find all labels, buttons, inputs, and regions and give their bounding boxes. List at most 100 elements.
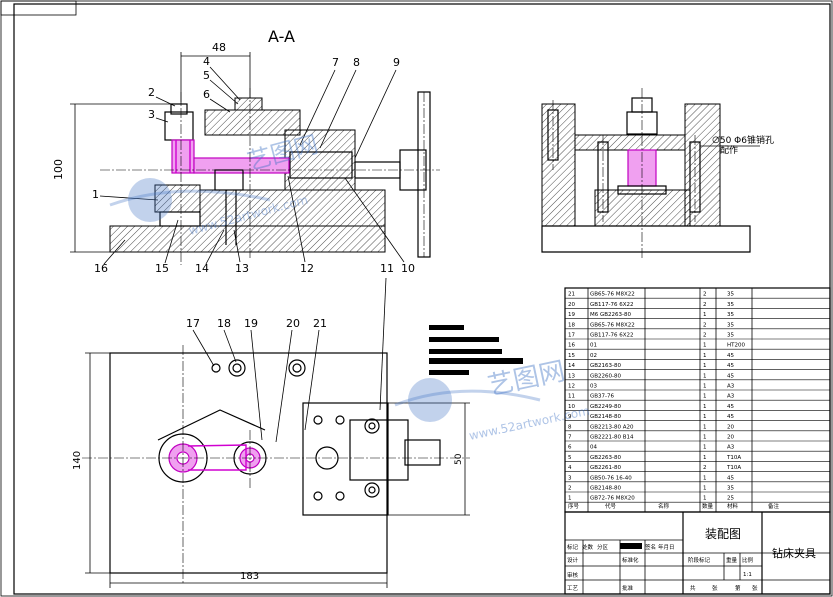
side-note-line1: ∅50 Φ6锥销孔: [712, 134, 774, 146]
bom-header-code: 代号: [605, 502, 617, 510]
bom-row-8-qty: 1: [703, 424, 707, 430]
label-16: 16: [94, 262, 108, 275]
label-1: 1: [92, 188, 99, 201]
bom-row-14-code: GB2163-80: [590, 363, 622, 369]
bom-row-3-qty: 1: [703, 475, 707, 481]
bom-header-qty: 数量: [702, 502, 714, 510]
bom-row-3-no: 3: [568, 475, 572, 481]
dim-140: 140: [72, 451, 83, 470]
drawing-name: 装配图: [705, 527, 741, 541]
label-9: 9: [393, 56, 400, 69]
bom-row-17-no: 17: [568, 333, 575, 339]
dim-100: 100: [52, 159, 65, 180]
bom-row-21-no: 21: [568, 292, 575, 298]
label-20: 20: [286, 317, 300, 330]
bom-row-4-mat: T10A: [726, 465, 741, 471]
tb-cell-1: 处数: [582, 543, 594, 551]
label-12: 12: [300, 262, 314, 275]
label-10: 10: [401, 262, 415, 275]
dim-48: 48: [212, 41, 226, 54]
bom-row-9-mat: 45: [727, 414, 734, 420]
tb-cell-7: 标准化: [622, 556, 639, 564]
bom-row-12-qty: 1: [703, 384, 707, 390]
bom-row-17-mat: 35: [727, 333, 734, 339]
label-6: 6: [203, 88, 210, 101]
side-note-line2: 配作: [720, 144, 738, 156]
label-17: 17: [186, 317, 200, 330]
bom-row-1-mat: 25: [727, 496, 734, 502]
bom-row-18-no: 18: [568, 322, 575, 328]
dim-50: 50: [454, 453, 464, 465]
bom-row-5-no: 5: [568, 455, 572, 461]
screw-18: [228, 359, 246, 377]
bom-row-13-code: GB2260-80: [590, 373, 622, 379]
bom-row-7-code: GB2221-80 B14: [590, 435, 634, 441]
technical-notes-redacted: [429, 325, 523, 375]
bom-row-10-qty: 1: [703, 404, 707, 410]
top-view: 140 183 50: [72, 345, 470, 588]
bom-row-9-qty: 1: [703, 414, 707, 420]
bom-row-6-no: 6: [568, 445, 572, 451]
bom-row-21-qty: 2: [703, 292, 707, 298]
part-labels-top: 1 2 3 4 5 6 7 8 9 10 11 12 13 14 15 16: [92, 55, 415, 411]
label-3: 3: [148, 108, 155, 121]
section-title: A-A: [268, 27, 295, 46]
bom-row-19-no: 19: [568, 312, 575, 318]
title-block: 装配图 钻床夹具 1:1 标记 处数 分区 签名 年月日 设计 标准化 审核 工…: [564, 511, 831, 595]
bom-row-5-qty: 1: [703, 455, 707, 461]
bom-row-13-no: 13: [568, 373, 575, 379]
label-13: 13: [235, 262, 249, 275]
bom-row-15-no: 15: [568, 353, 575, 359]
side-right-wall: [684, 103, 721, 227]
bom-row-1-code: GB72-76 M8X20: [590, 496, 635, 502]
tb-cell-12: 重量: [726, 556, 738, 564]
side-left-wall: [541, 103, 576, 227]
label-19: 19: [244, 317, 258, 330]
bom-row-2-no: 2: [568, 486, 572, 492]
bom-row-12-mat: A3: [727, 384, 735, 390]
label-8: 8: [353, 56, 360, 69]
bom-row-13-mat: 45: [727, 373, 734, 379]
label-4: 4: [203, 55, 210, 68]
bom-row-8-code: GB2213-80 A20: [590, 424, 634, 430]
workpiece-vertical: [171, 139, 195, 174]
bom-row-14-no: 14: [568, 363, 575, 369]
bom-row-9-code: GB2148-80: [590, 414, 622, 420]
label-2: 2: [148, 86, 155, 99]
bom-row-5-mat: T10A: [726, 455, 741, 461]
bom-row-11-no: 11: [568, 394, 575, 400]
bom-row-2-code: GB2148-80: [590, 486, 622, 492]
side-view: ∅50 Φ6锥销孔 配作: [541, 88, 774, 260]
bom-row-15-mat: 45: [727, 353, 734, 359]
bom-row-3-code: GB50-76 16-40: [590, 475, 632, 481]
bom-row-21-code: GB65-76 M8X22: [590, 292, 635, 298]
bom-row-6-mat: A3: [727, 445, 735, 451]
tb-cell-13: 比例: [742, 556, 754, 564]
bom-row-2-mat: 35: [727, 486, 734, 492]
bom-row-15-qty: 1: [703, 353, 707, 359]
scale-value: 1:1: [743, 572, 752, 578]
label-14: 14: [195, 262, 209, 275]
bom-row-4-no: 4: [568, 465, 572, 471]
bom-header-note: 备注: [768, 502, 780, 510]
bom-row-18-qty: 2: [703, 322, 707, 328]
bom-row-16-mat: HT200: [727, 343, 745, 349]
bom-row-3-mat: 45: [727, 475, 734, 481]
label-5: 5: [203, 69, 210, 82]
tb-cell-15: 张: [712, 584, 718, 592]
drill-bushing-holder: [234, 97, 263, 111]
bom-row-18-mat: 35: [727, 322, 734, 328]
base-plate: [109, 225, 386, 253]
bom-row-13-qty: 1: [703, 373, 707, 379]
bom-row-1-no: 1: [568, 496, 572, 502]
top-support-plate: [302, 402, 389, 516]
bom-row-11-code: GB37-76: [590, 394, 615, 400]
bom-row-20-code: GB117-76 6X22: [590, 302, 634, 308]
bom-row-10-mat: 45: [727, 404, 734, 410]
clamp-nut: [164, 111, 194, 141]
